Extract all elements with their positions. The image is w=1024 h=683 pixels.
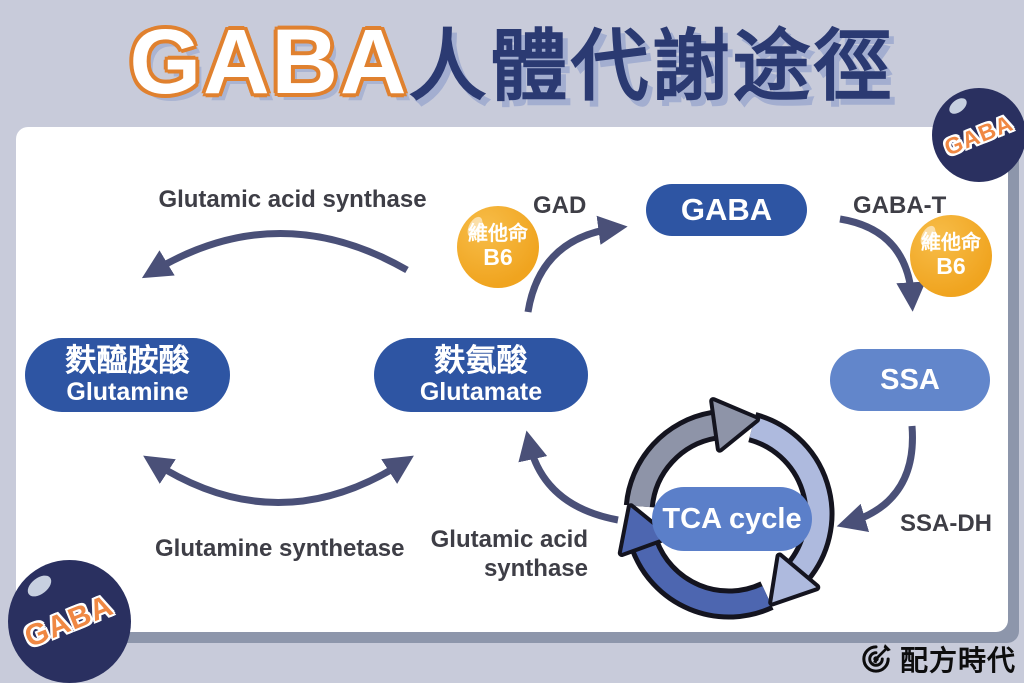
label-ssa-dh: SSA-DH <box>900 510 993 537</box>
node-glutamate-zh: 麩氨酸 <box>434 342 528 378</box>
title-suffix-text: 人體代謝途徑 <box>408 22 895 110</box>
b6-right-line2: B6 <box>936 253 966 280</box>
node-tca-cycle: TCA cycle <box>652 487 812 551</box>
label-gas-bottom-line1: Glutamic acid <box>430 526 588 553</box>
brand-logo: 配方時代 <box>858 639 1016 679</box>
node-glutamate-en: Glutamate <box>419 378 543 407</box>
page-title: GABA人體代謝途徑 <box>0 6 1024 124</box>
label-glutamic-acid-synthase-bottom: Glutamic acid synthase <box>420 526 588 584</box>
b6-right-line1: 維他命 <box>921 232 981 255</box>
node-gaba: GABA <box>646 184 807 236</box>
gaba-ball-top-right: GABA <box>932 88 1024 182</box>
vitamin-b6-badge-gabat: 維他命 B6 <box>910 215 992 297</box>
b6-left-line2: B6 <box>483 244 513 271</box>
node-glutamine: 麩醯胺酸 Glutamine <box>25 338 230 412</box>
node-glutamate: 麩氨酸 Glutamate <box>374 338 588 412</box>
title-brand-text: GABA <box>129 11 409 113</box>
node-glutamine-zh: 麩醯胺酸 <box>65 342 190 378</box>
b6-left-line1: 維他命 <box>468 223 528 246</box>
node-ssa: SSA <box>830 349 990 411</box>
label-glutamic-acid-synthase-top: Glutamic acid synthase <box>158 186 427 213</box>
ball-label: GABA <box>940 109 1017 161</box>
ball-highlight <box>23 571 56 601</box>
dart-target-icon <box>862 644 891 673</box>
label-gaba-t: GABA-T <box>853 192 947 219</box>
ball-label: GABA <box>20 588 119 654</box>
brand-logo-text: 配方時代 <box>899 645 1016 676</box>
gaba-ball-bottom-left: GABA <box>8 560 131 683</box>
node-glutamine-en: Glutamine <box>66 378 189 407</box>
ball-highlight <box>946 95 970 117</box>
label-gas-bottom-line2: synthase <box>483 554 588 582</box>
vitamin-b6-badge-gad: 維他命 B6 <box>457 206 539 288</box>
label-gad: GAD <box>533 192 587 219</box>
label-glutamine-synthetase: Glutamine synthetase <box>155 535 405 562</box>
